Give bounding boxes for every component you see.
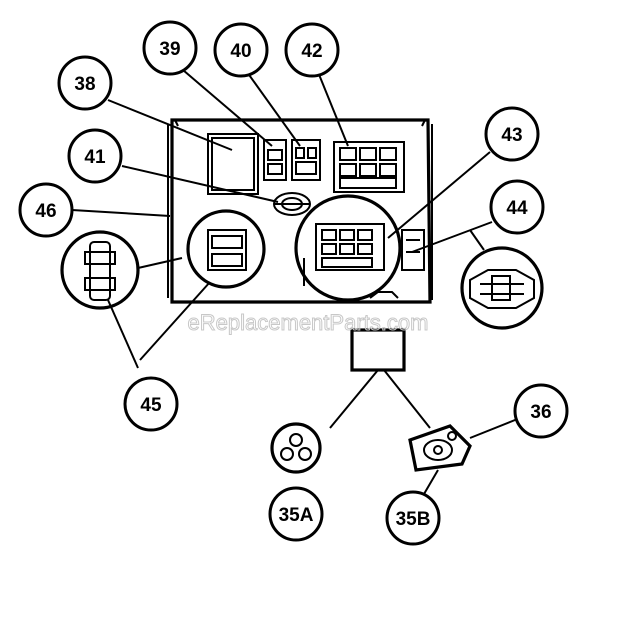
part-43-terminal-detail bbox=[294, 194, 402, 302]
callout-35a-label: 35A bbox=[279, 505, 314, 526]
callout-38: 38 bbox=[57, 55, 113, 111]
part-41-capacitor bbox=[273, 192, 311, 216]
callout-42-label: 42 bbox=[301, 41, 322, 62]
part-44-connector bbox=[401, 229, 425, 271]
part-35b-receptacle bbox=[408, 424, 472, 472]
callout-35a: 35A bbox=[268, 486, 324, 542]
callout-44: 44 bbox=[489, 179, 545, 235]
conduit-box bbox=[350, 328, 406, 372]
callout-35b-label: 35B bbox=[396, 509, 431, 530]
callout-35b: 35B bbox=[385, 490, 441, 546]
callout-46-label: 46 bbox=[35, 201, 56, 222]
callout-36-label: 36 bbox=[530, 402, 551, 423]
callout-43: 43 bbox=[484, 106, 540, 162]
part-45-fuse-detail bbox=[60, 230, 140, 310]
callout-46: 46 bbox=[18, 182, 74, 238]
callout-40: 40 bbox=[213, 22, 269, 78]
callout-39: 39 bbox=[142, 20, 198, 76]
callout-40-label: 40 bbox=[230, 41, 251, 62]
part-35a-plug bbox=[270, 422, 322, 474]
part-40-contactor bbox=[291, 139, 321, 181]
callout-42: 42 bbox=[284, 22, 340, 78]
callout-45-label: 45 bbox=[140, 395, 162, 416]
callout-44-label: 44 bbox=[506, 198, 528, 219]
watermark: eReplacementParts.com bbox=[188, 310, 429, 335]
callout-41: 41 bbox=[67, 128, 123, 184]
part-44-detail bbox=[460, 246, 544, 330]
callout-36: 36 bbox=[513, 383, 569, 439]
callout-41-label: 41 bbox=[84, 147, 106, 168]
leader-lines bbox=[71, 69, 521, 495]
callout-39-label: 39 bbox=[159, 39, 180, 60]
control-box bbox=[167, 118, 433, 304]
part-45-transformer-detail bbox=[186, 209, 266, 289]
callout-45: 45 bbox=[123, 376, 179, 432]
callout-43-label: 43 bbox=[501, 125, 522, 146]
callout-38-label: 38 bbox=[74, 74, 95, 95]
part-42-terminal-block bbox=[333, 141, 405, 193]
part-39-relay bbox=[263, 139, 287, 181]
part-38-board bbox=[207, 133, 259, 195]
